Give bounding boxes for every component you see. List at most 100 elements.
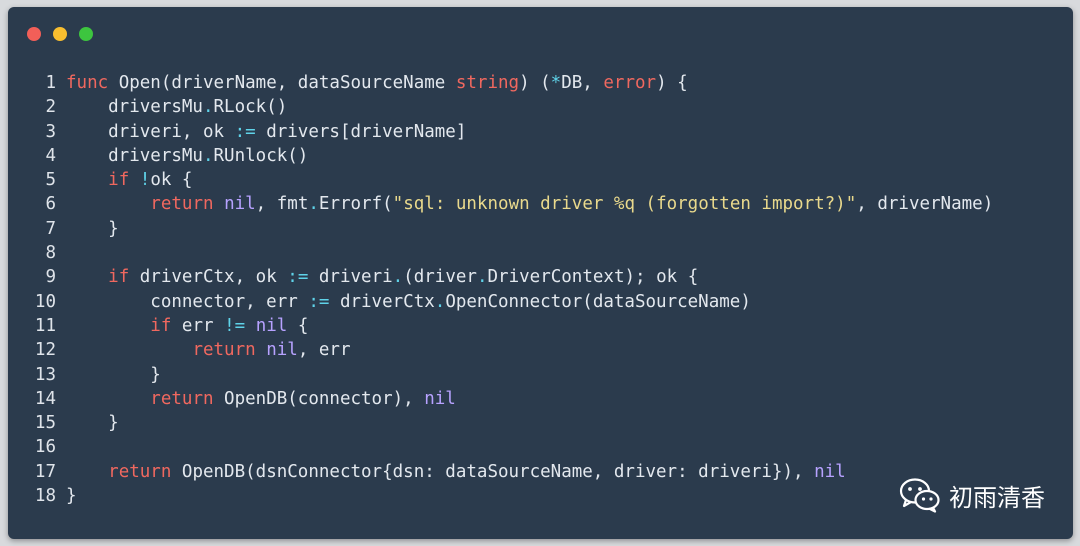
- line-number: 12: [34, 340, 56, 361]
- line-number: 5: [45, 170, 56, 191]
- code-line: 11 if err != nil {: [8, 314, 1073, 338]
- window-controls: [27, 27, 93, 41]
- code-text: connector, err := driverCtx.OpenConnecto…: [66, 290, 1073, 314]
- code-token: "sql: unknown driver %q (forgotten impor…: [392, 194, 857, 215]
- code-token: nil: [424, 388, 456, 409]
- code-token: .: [202, 97, 214, 118]
- line-number: 2: [45, 97, 56, 118]
- code-text: return nil, fmt.Errorf("sql: unknown dri…: [66, 192, 1073, 216]
- line-number: 9: [45, 267, 56, 288]
- code-token: driversMu: [66, 97, 203, 118]
- code-line: 1 func Open(driverName, dataSourceName st…: [8, 71, 1073, 95]
- code-token: OpenDB(dsnConnector{dsn: dataSourceName,…: [171, 461, 815, 482]
- code-line: 15 }: [8, 411, 1073, 435]
- code-token: [129, 170, 140, 190]
- line-number: 17: [34, 461, 56, 482]
- wechat-icon: [899, 478, 940, 513]
- code-token: }: [66, 218, 119, 239]
- code-token: [66, 389, 150, 409]
- code-text: return nil, err: [66, 338, 1073, 362]
- code-token: connector, err: [66, 291, 309, 312]
- code-token: [66, 194, 150, 214]
- code-token: [256, 340, 267, 360]
- code-token: OpenDB(connector),: [213, 388, 425, 409]
- code-line: 17 return OpenDB(dsnConnector{dsn: dataS…: [8, 460, 1073, 484]
- code-window: 1 func Open(driverName, dataSourceName st…: [8, 7, 1073, 539]
- line-number: 18: [34, 486, 56, 507]
- code-token: }: [66, 364, 161, 385]
- code-token: return: [150, 388, 214, 409]
- code-token: .: [434, 291, 446, 312]
- code-text: driversMu.RUnlock(): [66, 144, 1073, 168]
- code-token: if: [108, 267, 130, 288]
- code-text: }: [66, 363, 1073, 387]
- code-line: 18}: [8, 484, 1073, 508]
- code-token: *: [550, 73, 562, 93]
- code-line: 4 driversMu.RUnlock(): [8, 144, 1073, 168]
- code-token: error: [603, 73, 657, 93]
- code-text: [66, 435, 1073, 459]
- code-line: 2 driversMu.RLock(): [8, 95, 1073, 119]
- code-token: (driver: [403, 267, 477, 288]
- code-token: ) {: [656, 73, 688, 93]
- code-token: [66, 267, 108, 287]
- code-token: driversMu: [66, 145, 203, 166]
- code-token: driverCtx, ok: [129, 267, 288, 288]
- code-token: string: [455, 73, 520, 93]
- code-token: nil: [224, 194, 256, 215]
- line-number: 1: [45, 73, 56, 93]
- code-text: return OpenDB(connector), nil: [66, 387, 1073, 411]
- close-window-button[interactable]: [27, 27, 41, 41]
- code-token: [66, 170, 108, 190]
- code-token: .: [392, 267, 404, 288]
- code-token: if: [150, 315, 172, 336]
- code-token: ) (: [519, 73, 551, 93]
- code-token: }: [66, 413, 119, 434]
- code-line: 12 return nil, err: [8, 338, 1073, 362]
- code-line: 16: [8, 435, 1073, 459]
- line-number: 3: [45, 121, 56, 142]
- code-token: , driverName): [856, 194, 994, 215]
- code-token: return: [150, 194, 214, 215]
- code-token: ok {: [150, 170, 193, 191]
- code-text: func Open(driverName, dataSourceName str…: [66, 71, 1073, 95]
- line-number: 15: [34, 413, 56, 434]
- code-line: 8: [8, 241, 1073, 265]
- code-token: OpenConnector(dataSourceName): [445, 291, 751, 312]
- code-line: 9 if driverCtx, ok := driveri.(driver.Dr…: [8, 265, 1073, 289]
- minimize-window-button[interactable]: [53, 27, 67, 41]
- code-text: }: [66, 411, 1073, 435]
- code-token: nil: [814, 461, 846, 482]
- code-token: err: [171, 315, 225, 336]
- code-token: driveri, ok: [66, 121, 235, 142]
- code-token: RUnlock(): [213, 145, 309, 166]
- code-token: DB,: [561, 73, 604, 93]
- code-token: [245, 316, 256, 336]
- code-token: driverCtx: [329, 291, 435, 312]
- code-text: if driverCtx, ok := driveri.(driver.Driv…: [66, 265, 1073, 289]
- line-number: 4: [45, 145, 56, 166]
- code-token: , err: [297, 340, 351, 361]
- line-number: 10: [34, 291, 56, 312]
- code-token: if: [108, 170, 130, 191]
- line-number: 6: [45, 194, 56, 215]
- code-text: [66, 241, 1073, 265]
- code-token: return: [192, 340, 256, 361]
- code-line: 5 if !ok {: [8, 168, 1073, 192]
- code-token: drivers[driverName]: [255, 121, 467, 142]
- code-text: }: [66, 217, 1073, 241]
- code-text: driveri, ok := drivers[driverName]: [66, 120, 1073, 144]
- code-line: 13 }: [8, 363, 1073, 387]
- zoom-window-button[interactable]: [79, 27, 93, 41]
- code-token: Open(driverName, dataSourceName: [108, 73, 456, 93]
- code-token: }: [66, 486, 77, 507]
- code-token: [66, 340, 192, 360]
- code-line: 3 driveri, ok := drivers[driverName]: [8, 120, 1073, 144]
- watermark-text: 初雨清香: [949, 483, 1045, 512]
- watermark: 初雨清香: [899, 477, 1045, 513]
- code-text: if !ok {: [66, 168, 1073, 192]
- code-token: RLock(): [213, 97, 288, 118]
- line-number: 8: [45, 243, 56, 264]
- code-token: .: [308, 194, 319, 215]
- code-token: .: [202, 145, 214, 166]
